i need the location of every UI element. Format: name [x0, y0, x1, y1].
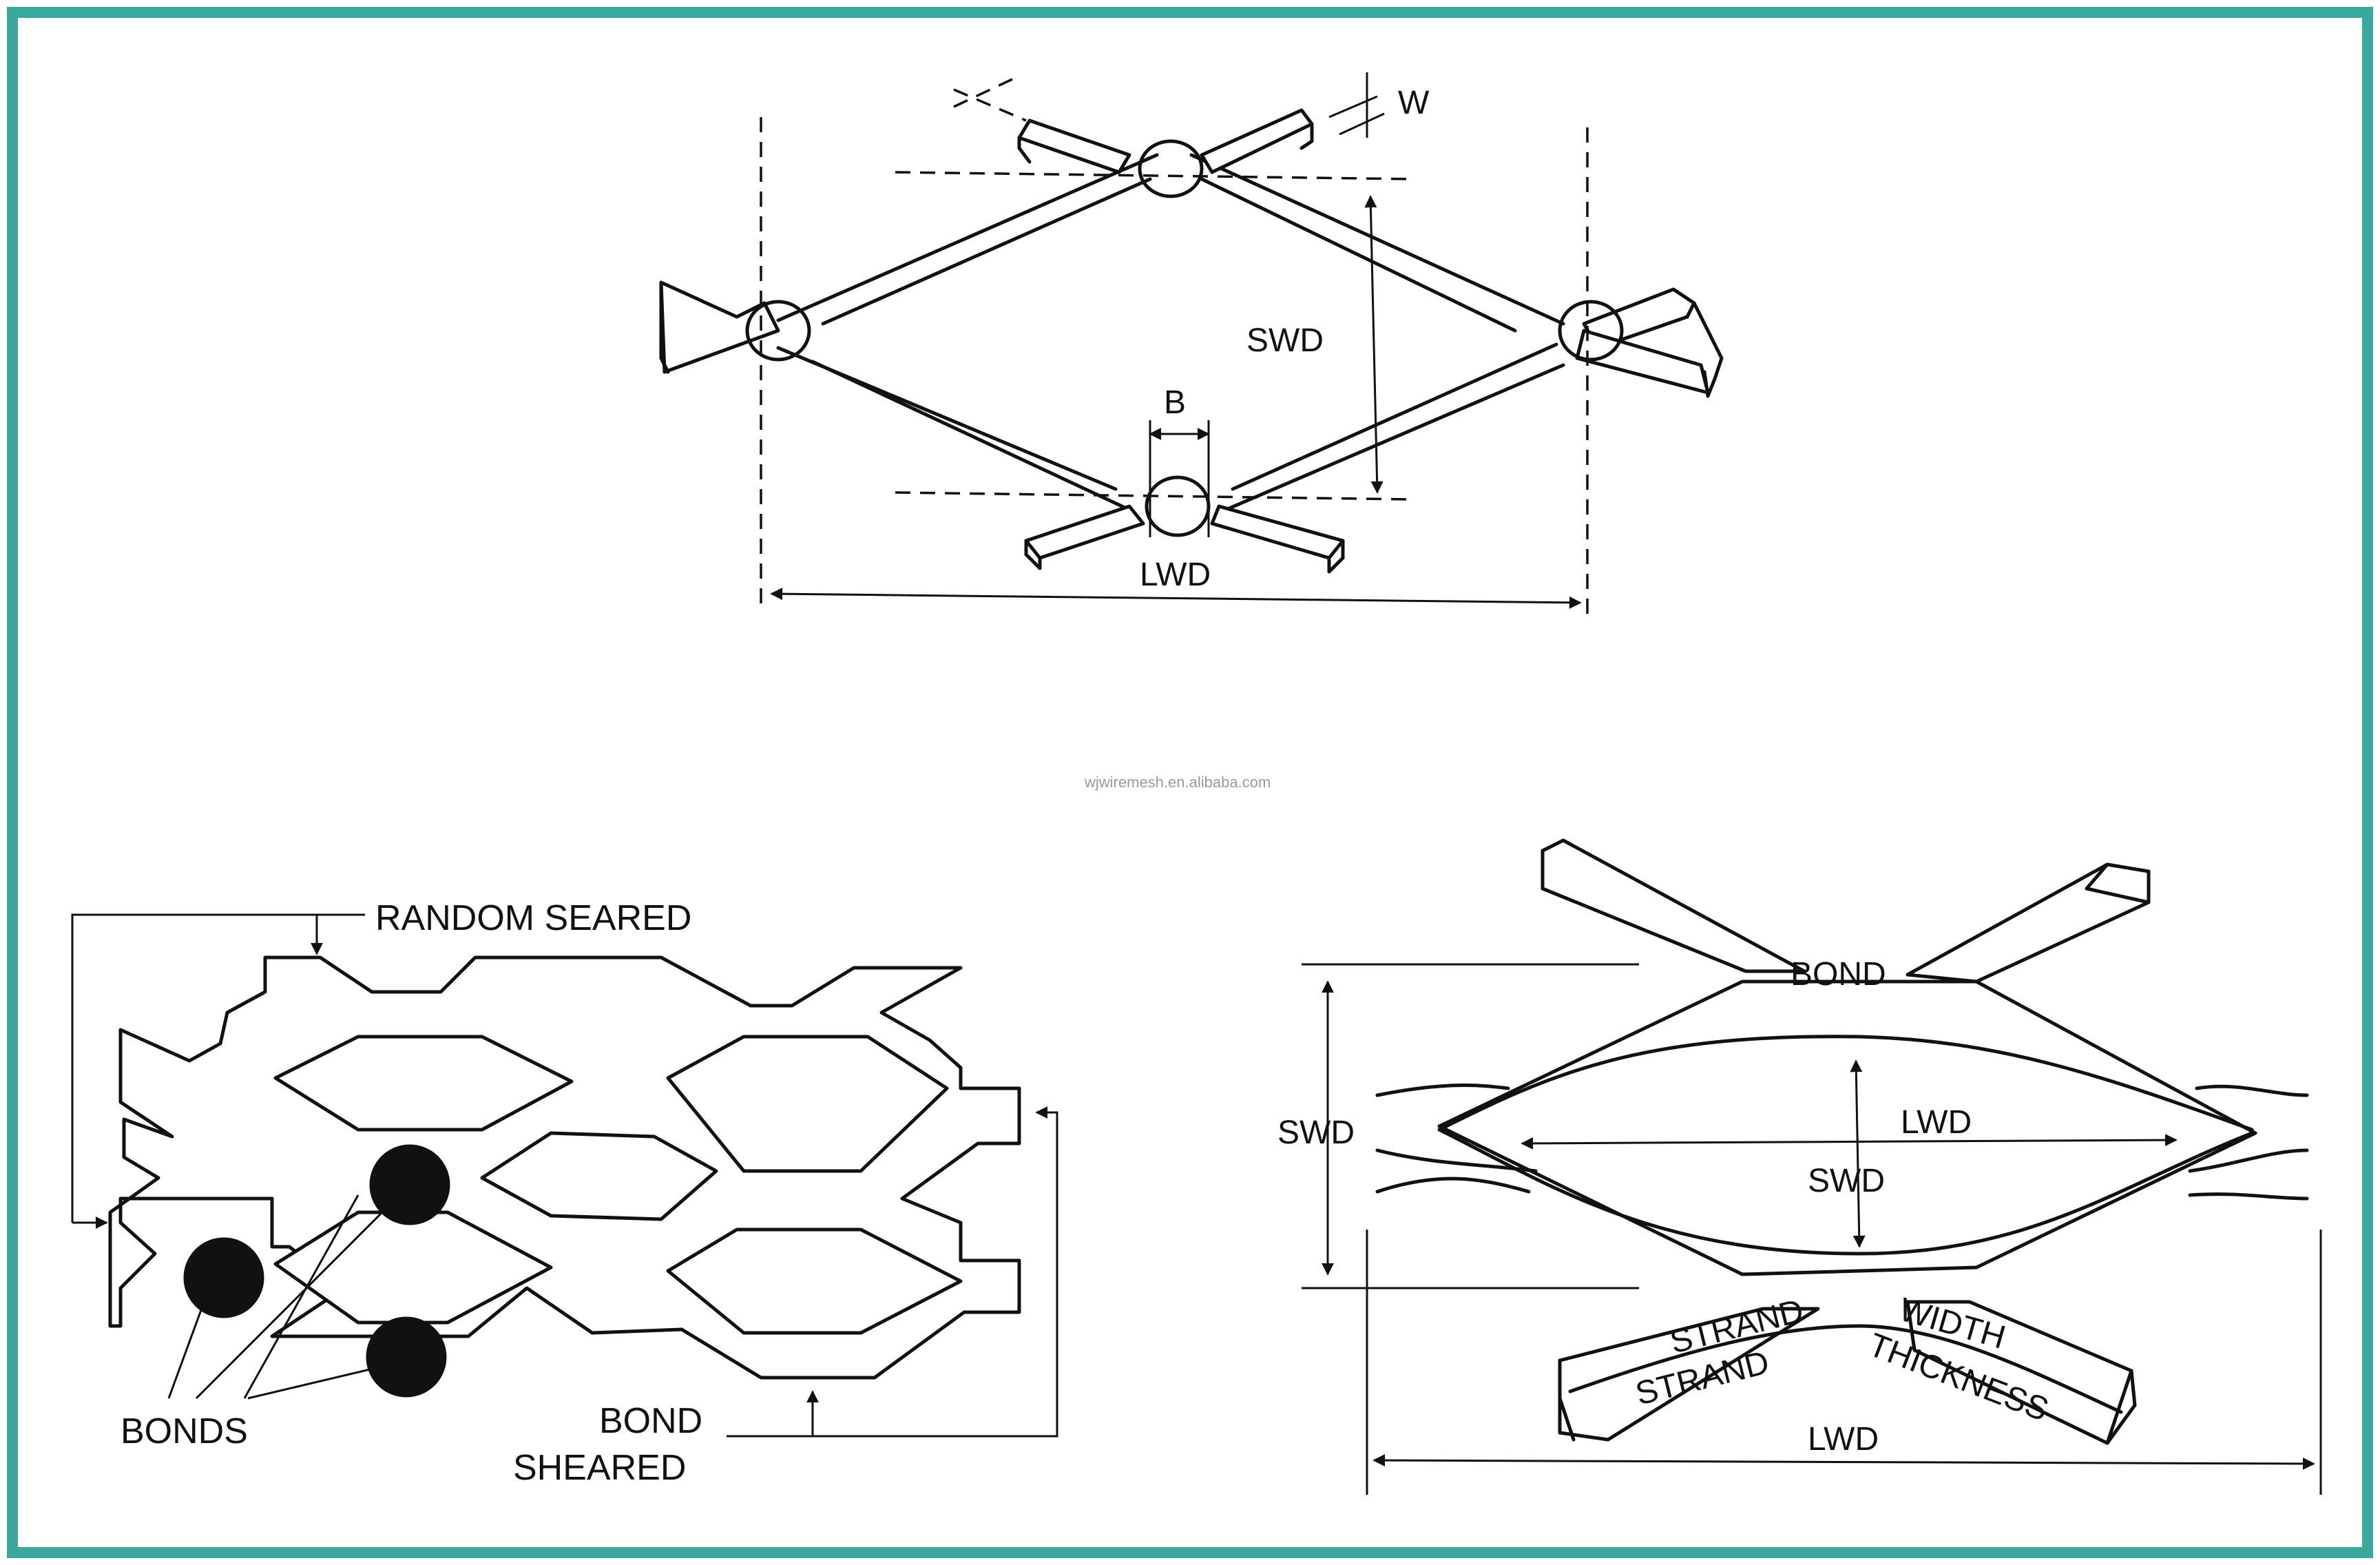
- top-dashed-w-left-b: [953, 78, 1013, 108]
- top-diamond-strands: [659, 108, 1724, 574]
- right-swd-outer-label: SWD: [1277, 1115, 1355, 1151]
- top-swd-label: SWD: [1246, 322, 1324, 359]
- top-diagram: W SWD B LWD: [659, 72, 1724, 620]
- top-w-label: W: [1398, 85, 1430, 121]
- top-dashed-upper: [895, 171, 1412, 180]
- bond-sheared-label-1: BOND: [599, 1401, 702, 1441]
- right-bond-label: BOND: [1791, 956, 1886, 993]
- top-dashed-w-left: [953, 88, 1027, 122]
- right-swd-inner-label: SWD: [1808, 1163, 1885, 1199]
- random-seared-label: RANDOM SEARED: [375, 898, 691, 938]
- bond-dot-3: [366, 1316, 447, 1398]
- left-diagram: RANDOM SEARED BONDS BOND SHEARED: [71, 898, 1058, 1488]
- right-lwd-outer-label: LWD: [1808, 1421, 1879, 1458]
- right-lwd-inner-label: LWD: [1901, 1104, 1972, 1141]
- bonds-label: BONDS: [121, 1411, 248, 1451]
- bond-dot-1: [369, 1144, 450, 1225]
- bond-sheared-label-2: SHEARED: [513, 1448, 686, 1488]
- frame-border: [7, 7, 2373, 1558]
- top-b-label: B: [1164, 384, 1186, 421]
- watermark-text: wjwiremesh.en.alibaba.com: [1084, 774, 1271, 791]
- bond-dot-2: [183, 1237, 264, 1318]
- right-diagram: BOND SWD LWD SWD STRAND WIDTH STRAND THI…: [1277, 838, 2322, 1495]
- top-lwd-label: LWD: [1140, 557, 1211, 593]
- top-dashed-lower: [895, 491, 1412, 501]
